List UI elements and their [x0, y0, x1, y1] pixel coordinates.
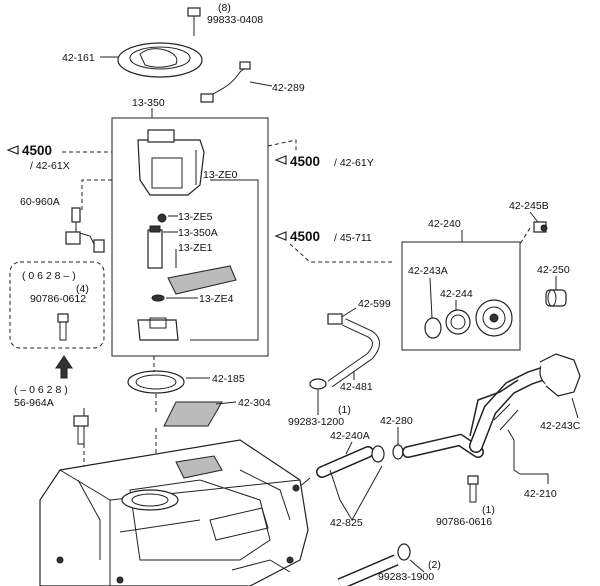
leader-42-289 [249, 81, 273, 87]
bolt-99833-part [187, 7, 201, 36]
label-13-ze1: 13-ZE1 [178, 242, 213, 254]
arrow-up-supersede [55, 355, 73, 379]
bracket-13-ze0 [190, 179, 259, 341]
label-42-210: 42-210 [524, 488, 557, 500]
label-42-245b: 42-245B [509, 200, 549, 212]
label-42-61y: / 42-61Y [334, 157, 374, 169]
fuel-cap-part [475, 299, 513, 337]
o-ring-13-ze5-part [157, 213, 167, 223]
label-13-350a: 13-350A [178, 227, 218, 239]
fuel-cap-group-box [401, 241, 521, 351]
harness-42-289-part [200, 61, 251, 103]
bolt-90786-0616-part [467, 475, 479, 503]
dashed-box-bolt-group [9, 261, 105, 349]
label-qty-2: (2) [428, 559, 441, 571]
label-13-ze5: 13-ZE5 [178, 211, 213, 223]
label-13-350: 13-350 [132, 97, 165, 109]
strainer-part [137, 317, 179, 341]
label-42-185: 42-185 [212, 373, 245, 385]
fuel-pump-assembly-box [111, 117, 269, 357]
label-13-ze0: 13-ZE0 [203, 169, 238, 181]
label-99283-1900: 99283-1900 [378, 571, 434, 583]
bracket-42-210 [507, 429, 549, 484]
dashed-leader-4500-c [289, 243, 394, 263]
breather-hose-42-481-part [327, 318, 380, 388]
fuel-pump-unit-part [137, 129, 205, 196]
reference-arrow-4500-42-61y[interactable]: 4500 / 42-61Y [274, 154, 374, 169]
label-99833-0408: 99833-0408 [207, 14, 263, 26]
label-42-161: 42-161 [62, 52, 95, 64]
label-99833-qty: (8) [218, 2, 231, 14]
label-42-599: 42-599 [358, 298, 391, 310]
label-56-964a: 56-964A [14, 397, 54, 409]
label-42-280: 42-280 [380, 415, 413, 427]
gasket-42-244-part [445, 309, 471, 335]
clip-42-599-part [327, 313, 343, 325]
clip-42-245b-part [533, 221, 548, 233]
label-60-960a: 60-960A [20, 196, 60, 208]
label-qty-4: (4) [76, 283, 89, 295]
clamp-99283-1900-part [397, 543, 411, 561]
fuel-tank-part [39, 439, 309, 586]
label-45-711: / 45-711 [334, 232, 372, 244]
label-42-243c: 42-243C [540, 420, 581, 432]
label-0628-forward: ( 0 6 2 8 – ) [22, 270, 76, 282]
label-4500-b: 4500 [290, 154, 320, 169]
label-42-825: 42-825 [330, 517, 363, 529]
bolt-90786-0612-part [57, 313, 69, 341]
dashed-leader-4500-b [267, 139, 297, 150]
label-42-240a: 42-240A [330, 430, 370, 442]
connector-60-960a-part [65, 207, 105, 253]
clamp-99283-1200-part [309, 378, 327, 390]
label-42-250: 42-250 [537, 264, 570, 276]
label-0628-back: ( – 0 6 2 8 ) [14, 384, 68, 396]
reference-arrow-4500-42-61x[interactable]: 4500 / 42-61X [6, 143, 70, 172]
label-4500-a: 4500 [22, 143, 52, 158]
label-42-240: 42-240 [428, 218, 461, 230]
cap-42-250-part [545, 289, 567, 307]
label-42-481: 42-481 [340, 381, 373, 393]
label-42-289: 42-289 [272, 82, 305, 94]
reference-arrow-4500-45-711[interactable]: 4500 / 45-711 [274, 229, 372, 244]
fuel-pump-13-350a-part [147, 225, 163, 269]
gasket-42-304-part [163, 401, 223, 427]
leader-42-825 [329, 465, 383, 521]
filler-hose-part [402, 433, 484, 458]
label-90786-0616: 90786-0616 [436, 516, 492, 528]
label-13-ze4: 13-ZE4 [199, 293, 234, 305]
label-42-244: 42-244 [440, 288, 473, 300]
hose-42-240a-part [316, 446, 374, 478]
filter-13-ze1-part [167, 265, 237, 295]
clip-13-ze4-part [151, 294, 165, 302]
service-cover-42-161-part [117, 42, 203, 78]
label-42-61x: / 42-61X [30, 160, 70, 172]
label-qty-1b: (1) [482, 504, 495, 516]
retaining-ring-42-185-part [127, 370, 185, 394]
ring-42-243a-part [424, 317, 442, 339]
label-4500-c: 4500 [290, 229, 320, 244]
lower-hose-part [337, 554, 399, 586]
clamp-42-280-part [371, 444, 404, 463]
filler-neck-flange [539, 353, 581, 397]
label-90786-0612: 90786-0612 [30, 293, 86, 305]
label-99283-1200: 99283-1200 [288, 416, 344, 428]
label-qty-1a: (1) [338, 404, 351, 416]
dashed-leader-60-960a [81, 179, 112, 210]
label-42-243a: 42-243A [408, 265, 448, 277]
label-42-304: 42-304 [238, 397, 271, 409]
bolt-56-964a-part [73, 415, 89, 445]
